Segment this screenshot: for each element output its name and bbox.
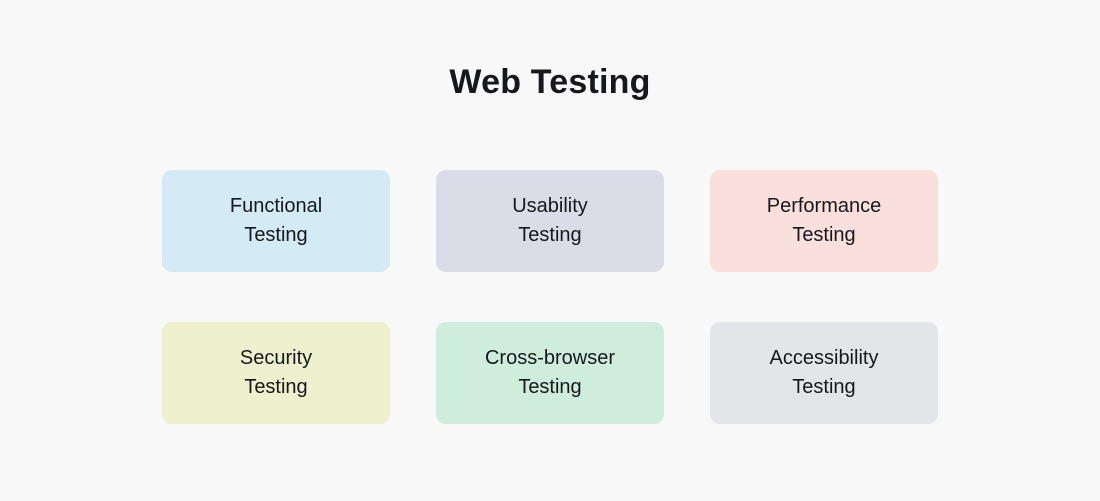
page-title: Web Testing	[449, 63, 651, 101]
